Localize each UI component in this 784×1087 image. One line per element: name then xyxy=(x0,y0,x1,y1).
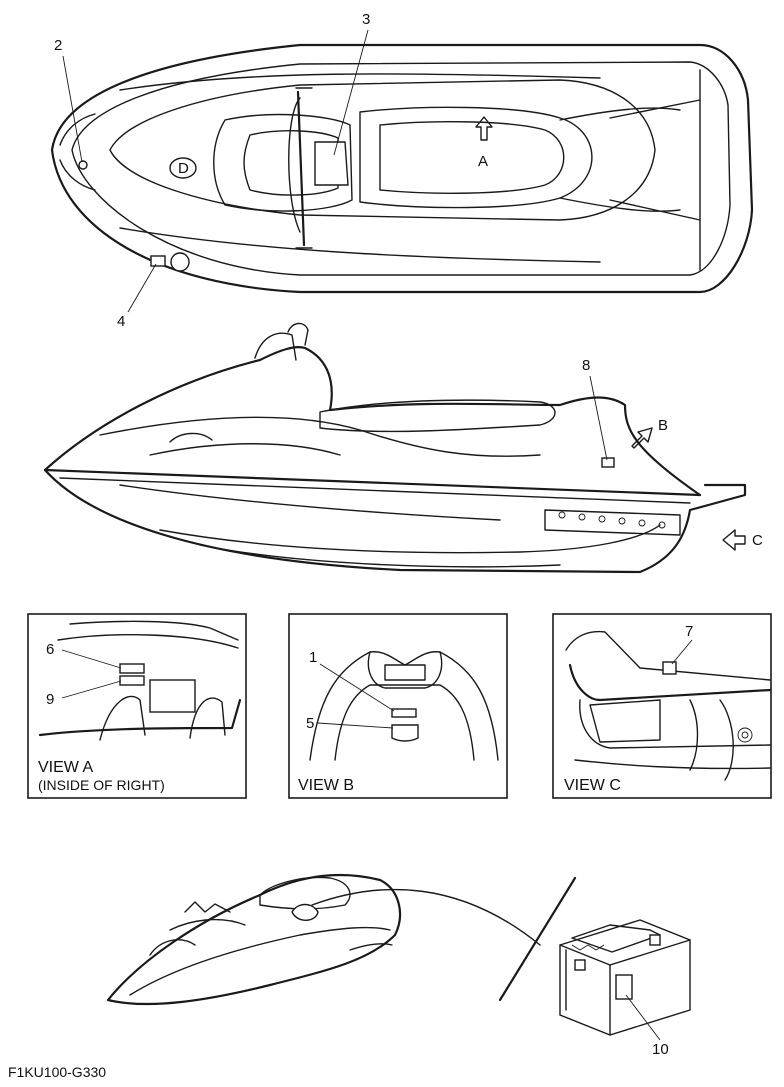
figure-code: F1KU100-G330 xyxy=(8,1064,106,1080)
top-view-drawing: D A xyxy=(50,43,754,294)
callout-9: 9 xyxy=(46,691,54,708)
view-marker-a: A xyxy=(478,153,488,170)
callout-3: 3 xyxy=(362,11,370,28)
callout-6: 6 xyxy=(46,641,54,658)
side-view-drawing: B C xyxy=(43,322,763,574)
view-c-panel: 7 VIEW C xyxy=(552,613,772,799)
view-c-title: VIEW C xyxy=(564,777,621,794)
view-marker-b: B xyxy=(658,417,668,434)
callout-2: 2 xyxy=(54,37,62,54)
perspective-watercraft-drawing xyxy=(106,873,402,1006)
view-b-title: VIEW B xyxy=(298,777,354,794)
view-b-panel: 1 5 VIEW B xyxy=(288,613,508,799)
callout-8: 8 xyxy=(582,357,590,374)
view-a-subtitle: (INSIDE OF RIGHT) xyxy=(38,777,165,793)
callout-5: 5 xyxy=(306,715,314,732)
callout-1: 1 xyxy=(309,649,317,666)
view-a-panel: 6 9 VIEW A (INSIDE OF RIGHT) xyxy=(27,613,247,799)
battery-drawing xyxy=(559,919,691,1036)
view-a-title: VIEW A xyxy=(38,759,93,776)
hood-logo-d: D xyxy=(178,160,189,177)
battery-callout: 10 xyxy=(625,994,669,1058)
top-view-callouts: 2 3 4 xyxy=(54,11,370,330)
view-marker-c: C xyxy=(752,532,763,549)
callout-4: 4 xyxy=(117,313,125,330)
battery-connection-line xyxy=(311,876,577,1002)
side-view-callouts: 8 xyxy=(582,357,608,461)
callout-10: 10 xyxy=(652,1041,669,1058)
callout-7: 7 xyxy=(685,623,693,640)
